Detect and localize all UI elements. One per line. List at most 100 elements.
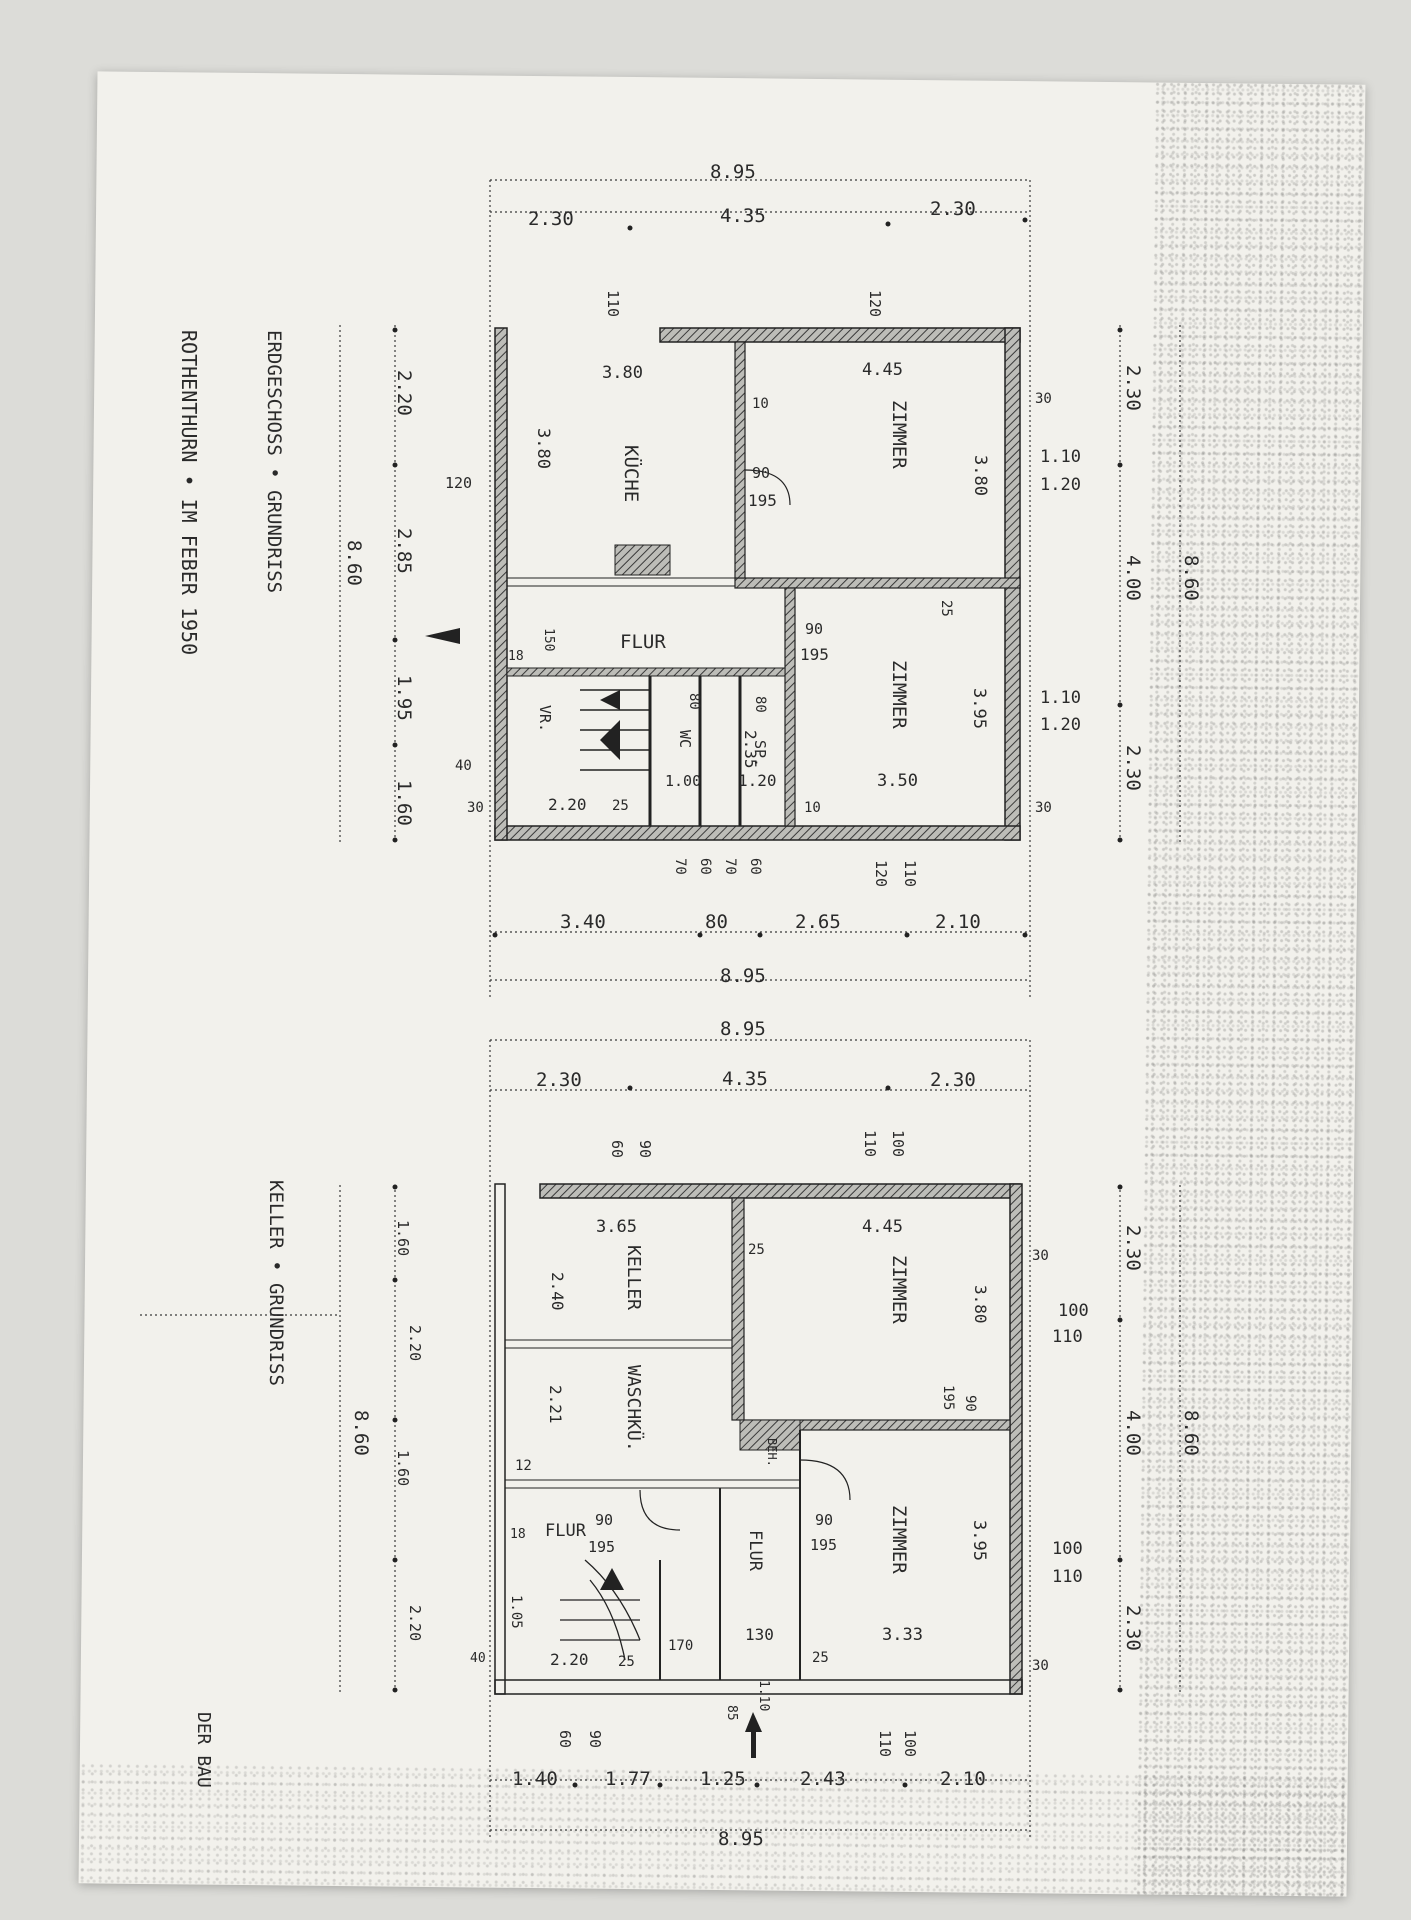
bs-small-110: 1.10 bbox=[756, 1680, 771, 1711]
bs-left-seg2: 2.20 bbox=[406, 1325, 424, 1361]
bs-keller-h: 2.40 bbox=[548, 1272, 567, 1311]
gf-small-80b: 80 bbox=[752, 696, 768, 713]
gf-door-b: 195 bbox=[748, 491, 777, 510]
gf-wall-30b: 30 bbox=[1035, 800, 1052, 816]
gf-top-total: 8.95 bbox=[710, 161, 756, 183]
gf-sp-w: 1.20 bbox=[738, 771, 777, 790]
gf-right-seg2: 4.00 bbox=[1122, 555, 1144, 601]
gf-small-18: 18 bbox=[508, 649, 524, 664]
bs-wall-30a: 30 bbox=[1032, 1248, 1049, 1264]
gf-wall-25a: 25 bbox=[612, 798, 629, 814]
bs-flur-105: 1.05 bbox=[508, 1595, 524, 1629]
bs-top-left: 2.30 bbox=[536, 1069, 582, 1091]
gf-bot-seg1: 3.40 bbox=[560, 911, 606, 933]
bs-right-total: 8.60 bbox=[1180, 1410, 1202, 1456]
bs-door-90c: 90 bbox=[962, 1395, 978, 1412]
bs-left-total: 8.60 bbox=[350, 1410, 372, 1456]
gf-right-total: 8.60 bbox=[1180, 555, 1202, 601]
bs-right-seg3: 2.30 bbox=[1122, 1605, 1144, 1651]
bs-zimmer-top-h: 3.80 bbox=[971, 1285, 990, 1324]
gf-dimension-labels: 8.95 2.30 4.35 2.30 3.40 80 2.65 2.10 8.… bbox=[343, 161, 1202, 987]
bs-top-total: 8.95 bbox=[720, 1018, 766, 1040]
place-date-title: ROTHENTHURN • IM FEBER 1950 bbox=[177, 330, 201, 655]
gf-left-total: 8.60 bbox=[343, 540, 365, 586]
gf-wall-10a: 10 bbox=[752, 396, 769, 412]
bs-small-85: 85 bbox=[724, 1705, 739, 1721]
bs-flur-left: FLUR bbox=[545, 1521, 587, 1541]
gf-wc-w: 1.00 bbox=[665, 772, 701, 790]
bs-wall-25a: 25 bbox=[748, 1242, 765, 1258]
bs-win-100b: 100 bbox=[1052, 1539, 1083, 1559]
gf-win-c2: 1.10 bbox=[1040, 688, 1081, 708]
gf-small-150: 150 bbox=[541, 628, 556, 651]
gf-small-60b: 60 bbox=[747, 858, 763, 875]
gf-bot-seg3: 2.65 bbox=[795, 911, 841, 933]
gf-zimmer-bot-h: 3.95 bbox=[969, 688, 989, 729]
bs-zimmer-bot-w: 3.33 bbox=[882, 1625, 923, 1645]
bs-stair-220: 2.20 bbox=[550, 1650, 589, 1669]
gf-kueche: KÜCHE bbox=[620, 445, 643, 502]
bs-door-90a: 90 bbox=[595, 1511, 613, 1529]
gf-door-a: 90 bbox=[752, 464, 770, 482]
gf-win-a: 110 bbox=[604, 290, 622, 317]
bs-wall-30b: 30 bbox=[1032, 1658, 1049, 1674]
bs-top-mid: 4.35 bbox=[722, 1068, 768, 1090]
bs-small-18: 18 bbox=[510, 1527, 526, 1542]
gf-zimmer-top: ZIMMER bbox=[888, 400, 910, 469]
gf-top-left: 2.30 bbox=[528, 208, 574, 230]
gf-kueche-w: 3.80 bbox=[602, 363, 643, 383]
bs-door-90b: 90 bbox=[815, 1511, 833, 1529]
gf-top-right: 2.30 bbox=[930, 198, 976, 220]
bs-win-100c: 100 bbox=[889, 1130, 907, 1157]
bs-bot-seg1: 1.40 bbox=[512, 1768, 558, 1790]
bs-small-40: 40 bbox=[470, 1651, 486, 1666]
bs-zimmer-bottom: ZIMMER bbox=[888, 1505, 910, 1574]
bs-win-110d: 110 bbox=[876, 1730, 894, 1757]
gf-left-seg1: 2.20 bbox=[393, 370, 415, 416]
gf-win-a2: 110 bbox=[901, 860, 919, 887]
title-block: ERDGESCHOSS • GRUNDRISS ROTHENTHURN • IM… bbox=[177, 330, 287, 1788]
bs-wall-25c: 25 bbox=[618, 1654, 635, 1670]
gf-flur: FLUR bbox=[620, 631, 666, 653]
bs-bot-total: 8.95 bbox=[718, 1828, 764, 1850]
gf-zimmer-bot-w: 3.50 bbox=[877, 771, 918, 791]
bs-walls bbox=[494, 1183, 1023, 1758]
gf-vr: VR. bbox=[536, 705, 554, 732]
gf-room-labels: KÜCHE ZIMMER FLUR ZIMMER VR. WC SP. bbox=[536, 400, 910, 767]
gf-small-80a: 80 bbox=[686, 693, 702, 710]
gf-right-seg3: 2.30 bbox=[1122, 745, 1144, 791]
bs-win-100d: 100 bbox=[901, 1730, 919, 1757]
bs-left-seg3: 1.60 bbox=[394, 1450, 412, 1486]
bs-keller: KELLER bbox=[623, 1245, 644, 1310]
bs-dimension-labels: 8.95 2.30 4.35 2.30 1.40 1.77 1.25 2.43 … bbox=[350, 1018, 1202, 1850]
bs-door-195c: 195 bbox=[940, 1385, 956, 1410]
gf-bot-total: 8.95 bbox=[720, 965, 766, 987]
gf-win-b2: 120 bbox=[872, 860, 890, 887]
gf-vr-w: 2.20 bbox=[548, 795, 587, 814]
bs-right-seg2: 4.00 bbox=[1122, 1410, 1144, 1456]
gf-win-d: 1.20 bbox=[1040, 475, 1081, 495]
gf-door-a2: 90 bbox=[805, 620, 823, 638]
gf-left-seg2: 2.85 bbox=[393, 528, 415, 574]
bs-bot-seg3: 1.25 bbox=[700, 1768, 746, 1790]
bs-zimmer-top-w: 4.45 bbox=[862, 1217, 903, 1237]
gf-win-b: 120 bbox=[866, 290, 884, 317]
gf-win-d3: 120 bbox=[445, 474, 472, 492]
gf-win-c: 1.10 bbox=[1040, 447, 1081, 467]
bs-wasch-h: 2.21 bbox=[546, 1385, 565, 1424]
gf-dimension-lines bbox=[339, 179, 1181, 1000]
gf-bot-seg2: 80 bbox=[705, 911, 728, 933]
bs-door-195b: 195 bbox=[810, 1536, 837, 1554]
dimension-dots bbox=[392, 217, 1123, 1788]
gf-small-70a: 70 bbox=[672, 858, 688, 875]
gf-kueche-h: 3.80 bbox=[533, 428, 553, 469]
gf-walls bbox=[425, 327, 1021, 841]
gf-sp-h: 2.35 bbox=[741, 730, 760, 769]
bs-win-90a: 90 bbox=[636, 1140, 654, 1158]
bs-bot-seg5: 2.10 bbox=[940, 1768, 986, 1790]
gf-sp: SP. bbox=[751, 740, 769, 767]
gf-zimmer-top-h: 3.80 bbox=[970, 455, 990, 496]
bs-zimmer-top: ZIMMER bbox=[888, 1255, 910, 1324]
bs-left-seg1: 1.60 bbox=[394, 1220, 412, 1256]
